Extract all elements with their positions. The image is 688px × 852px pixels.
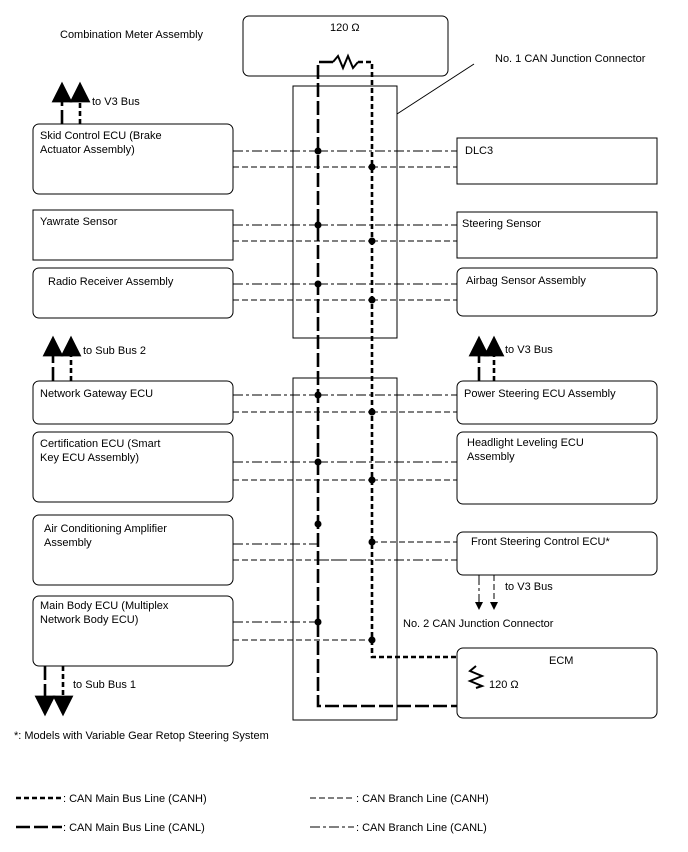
mainbody-line2: Network Body ECU) [40, 614, 138, 626]
power-steering-label: Power Steering ECU Assembly [464, 388, 616, 400]
ecm-label: ECM [549, 655, 573, 667]
skid-line1: Skid Control ECU (Brake [40, 130, 162, 142]
legend-branch-canl: : CAN Branch Line (CANL) [356, 822, 487, 834]
skid-line2: Actuator Assembly) [40, 144, 135, 156]
junction2-label: No. 2 CAN Junction Connector [403, 618, 554, 630]
air-conditioning-box [32, 514, 234, 586]
aircon-line2: Assembly [44, 537, 92, 549]
combination-meter-box [242, 15, 449, 77]
front-steering-box [456, 531, 658, 576]
dlc3-label: DLC3 [465, 145, 493, 157]
mainbody-line1: Main Body ECU (Multiplex [40, 600, 169, 612]
yawrate-sensor-box [32, 209, 234, 261]
junction1-leader [396, 63, 475, 115]
steering-sensor-box [456, 211, 658, 259]
resistor-ecm-label: 120 Ω [489, 679, 519, 691]
to-v3-bus-ps: to V3 Bus [505, 344, 553, 356]
headlight-line1: Headlight Leveling ECU [467, 437, 584, 449]
junction-dots [314, 147, 376, 644]
junction1-label: No. 1 CAN Junction Connector [495, 53, 646, 65]
ecm-box [456, 647, 658, 719]
steering-sensor-label: Steering Sensor [462, 218, 541, 230]
cert-line1: Certification ECU (Smart [40, 438, 160, 450]
resistor-top-icon [332, 53, 359, 71]
airbag-label: Airbag Sensor Assembly [466, 275, 586, 287]
to-v3-bus-left: to V3 Bus [92, 96, 140, 108]
junction-connector-2 [292, 377, 398, 721]
junction-connector-1 [292, 85, 398, 339]
legend-main-canh: : CAN Main Bus Line (CANH) [63, 793, 207, 805]
resistor-ecm-icon [467, 665, 485, 689]
cert-line2: Key ECU Assembly) [40, 452, 139, 464]
radio-receiver-box [32, 267, 234, 319]
legend-branch-canh: : CAN Branch Line (CANH) [356, 793, 489, 805]
front-steering-label: Front Steering Control ECU* [471, 536, 610, 548]
to-sub-bus-2: to Sub Bus 2 [83, 345, 146, 357]
skid-control-ecu-box [32, 123, 234, 195]
to-sub-bus-1: to Sub Bus 1 [73, 679, 136, 691]
headlight-line2: Assembly [467, 451, 515, 463]
main-body-ecu-box [32, 595, 234, 667]
power-steering-box [456, 380, 658, 425]
headlight-leveling-box [456, 431, 658, 505]
aircon-line1: Air Conditioning Amplifier [44, 523, 167, 535]
yawrate-label: Yawrate Sensor [40, 216, 118, 228]
combination-meter-label: Combination Meter Assembly [60, 29, 204, 41]
resistor-top-label: 120 Ω [330, 22, 360, 34]
airbag-sensor-box [456, 267, 658, 317]
to-v3-bus-fs: to V3 Bus [505, 581, 553, 593]
radio-label: Radio Receiver Assembly [48, 276, 174, 288]
gateway-label: Network Gateway ECU [40, 388, 153, 400]
dlc3-box [456, 137, 658, 185]
certification-ecu-box [32, 431, 234, 503]
legend-main-canl: : CAN Main Bus Line (CANL) [63, 822, 205, 834]
network-gateway-box [32, 380, 234, 425]
footnote: *: Models with Variable Gear Retop Steer… [14, 730, 269, 742]
